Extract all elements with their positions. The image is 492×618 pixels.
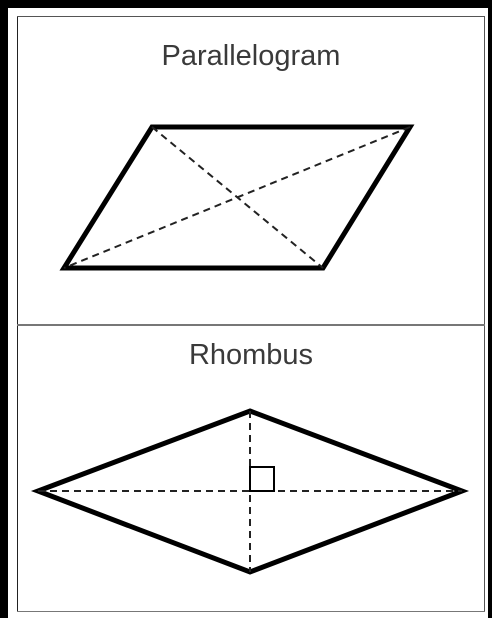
left-border-line	[17, 16, 18, 612]
parallelogram-diagonal-2	[63, 126, 411, 269]
rhombus-title: Rhombus	[188, 339, 314, 371]
right-border-line	[484, 16, 485, 612]
top-border-line	[17, 16, 485, 17]
rhombus-figure	[30, 408, 470, 575]
parallelogram-title: Parallelogram	[161, 40, 341, 72]
right-angle-marker	[249, 466, 275, 492]
panel-divider	[17, 324, 485, 326]
parallelogram-figure	[59, 124, 415, 271]
bottom-border-line	[17, 611, 485, 612]
